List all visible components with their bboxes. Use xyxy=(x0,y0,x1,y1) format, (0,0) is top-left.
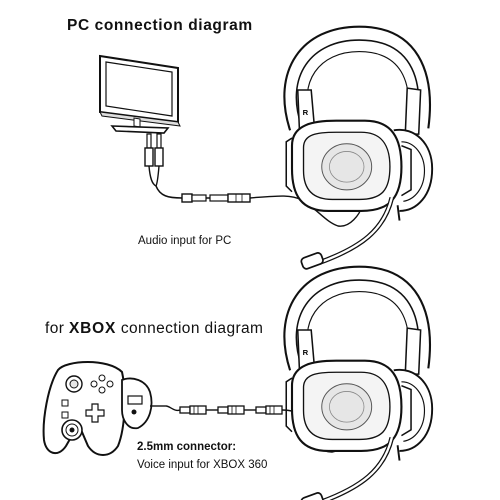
headset-icon xyxy=(284,27,432,270)
connector-label: 2.5mm connector: xyxy=(137,441,237,453)
pc-audio-plugs xyxy=(144,133,183,199)
plug-icon xyxy=(179,405,207,415)
xbox-title-prefix: for xyxy=(45,320,65,337)
pc-splitter-cable xyxy=(181,193,363,227)
gamepad-icon xyxy=(42,361,126,456)
headset-icon xyxy=(284,267,432,500)
xbox-diagram-title: for XBOX connection diagram xyxy=(45,320,263,338)
pc-audio-caption: Audio input for PC xyxy=(138,235,232,247)
connector-description: Voice input for XBOX 360 xyxy=(137,459,268,471)
pc-diagram-title: PC connection diagram xyxy=(67,17,253,34)
monitor-icon xyxy=(99,54,181,134)
xbox-title-bold: XBOX xyxy=(69,320,117,337)
adapter-icon xyxy=(121,377,166,430)
xbox-title-suffix: connection diagram xyxy=(120,320,264,337)
